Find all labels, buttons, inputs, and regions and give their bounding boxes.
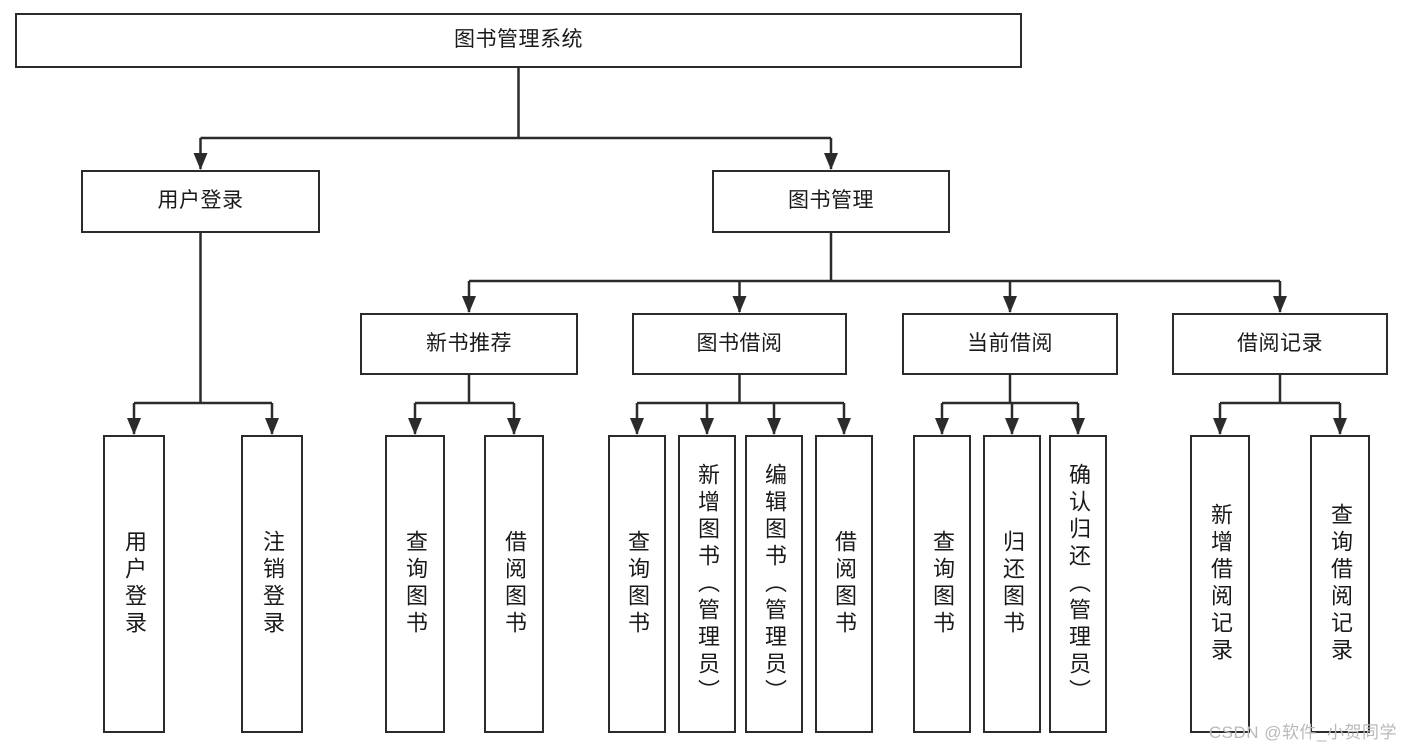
node-n10[interactable]: 归还图书: [983, 435, 1041, 733]
node-label: 查询图书: [625, 530, 650, 638]
node-n9[interactable]: 查询图书: [913, 435, 971, 733]
node-label: 用户登录: [122, 530, 147, 638]
arrow-head: [1273, 296, 1287, 313]
node-l3b[interactable]: 图书借阅: [632, 313, 847, 375]
node-label: 图书管理: [788, 189, 874, 213]
node-label: 新书推荐: [426, 331, 512, 355]
arrow-head: [265, 418, 279, 435]
node-n6[interactable]: 新增图书（管理员）: [678, 435, 736, 733]
arrow-head: [1003, 296, 1017, 313]
arrow-head: [767, 418, 781, 435]
node-label: 当前借阅: [967, 331, 1053, 355]
node-l2b[interactable]: 图书管理: [712, 170, 950, 233]
arrow-head: [127, 418, 141, 435]
arrow-head: [507, 418, 521, 435]
node-label: 查询借阅记录: [1328, 503, 1353, 665]
node-label: 借阅图书: [502, 530, 527, 638]
arrow-head: [935, 418, 949, 435]
node-root[interactable]: 图书管理系统: [15, 13, 1022, 68]
node-n7[interactable]: 编辑图书（管理员）: [745, 435, 803, 733]
arrow-head: [1005, 418, 1019, 435]
node-label: 图书管理系统: [454, 28, 583, 52]
arrow-head: [408, 418, 422, 435]
arrow-head: [732, 296, 747, 313]
node-n2[interactable]: 注销登录: [241, 435, 303, 733]
arrow-head: [193, 153, 208, 170]
node-label: 查询图书: [930, 530, 955, 638]
csdn-watermark: CSDN @软件_小贺同学: [1208, 723, 1397, 742]
node-label: 借阅图书: [832, 530, 857, 638]
node-n13[interactable]: 查询借阅记录: [1310, 435, 1370, 733]
node-label: 借阅记录: [1237, 331, 1323, 355]
node-l3a[interactable]: 新书推荐: [360, 313, 578, 375]
arrow-head: [630, 418, 644, 435]
arrow-head: [700, 418, 714, 435]
arrow-head: [824, 153, 838, 170]
node-n3[interactable]: 查询图书: [385, 435, 445, 733]
node-label: 新增借阅记录: [1208, 503, 1233, 665]
node-l3c[interactable]: 当前借阅: [902, 313, 1118, 375]
node-n1[interactable]: 用户登录: [103, 435, 165, 733]
arrow-head: [837, 418, 851, 435]
node-label: 归还图书: [1000, 530, 1025, 638]
node-label: 注销登录: [260, 530, 285, 638]
arrow-head: [1213, 418, 1227, 435]
node-l2a[interactable]: 用户登录: [81, 170, 320, 233]
node-label: 确认归还（管理员）: [1066, 462, 1091, 706]
node-n11[interactable]: 确认归还（管理员）: [1049, 435, 1107, 733]
node-label: 图书借阅: [696, 331, 783, 355]
arrow-head: [1333, 418, 1347, 435]
node-n12[interactable]: 新增借阅记录: [1190, 435, 1250, 733]
node-l3d[interactable]: 借阅记录: [1172, 313, 1388, 375]
node-label: 查询图书: [403, 530, 428, 638]
node-label: 用户登录: [157, 189, 244, 213]
node-label: 编辑图书（管理员）: [762, 462, 787, 706]
node-label: 新增图书（管理员）: [695, 462, 720, 706]
arrow-head: [462, 296, 476, 313]
node-n5[interactable]: 查询图书: [608, 435, 666, 733]
node-n8[interactable]: 借阅图书: [815, 435, 873, 733]
node-n4[interactable]: 借阅图书: [484, 435, 544, 733]
arrow-head: [1071, 418, 1085, 435]
